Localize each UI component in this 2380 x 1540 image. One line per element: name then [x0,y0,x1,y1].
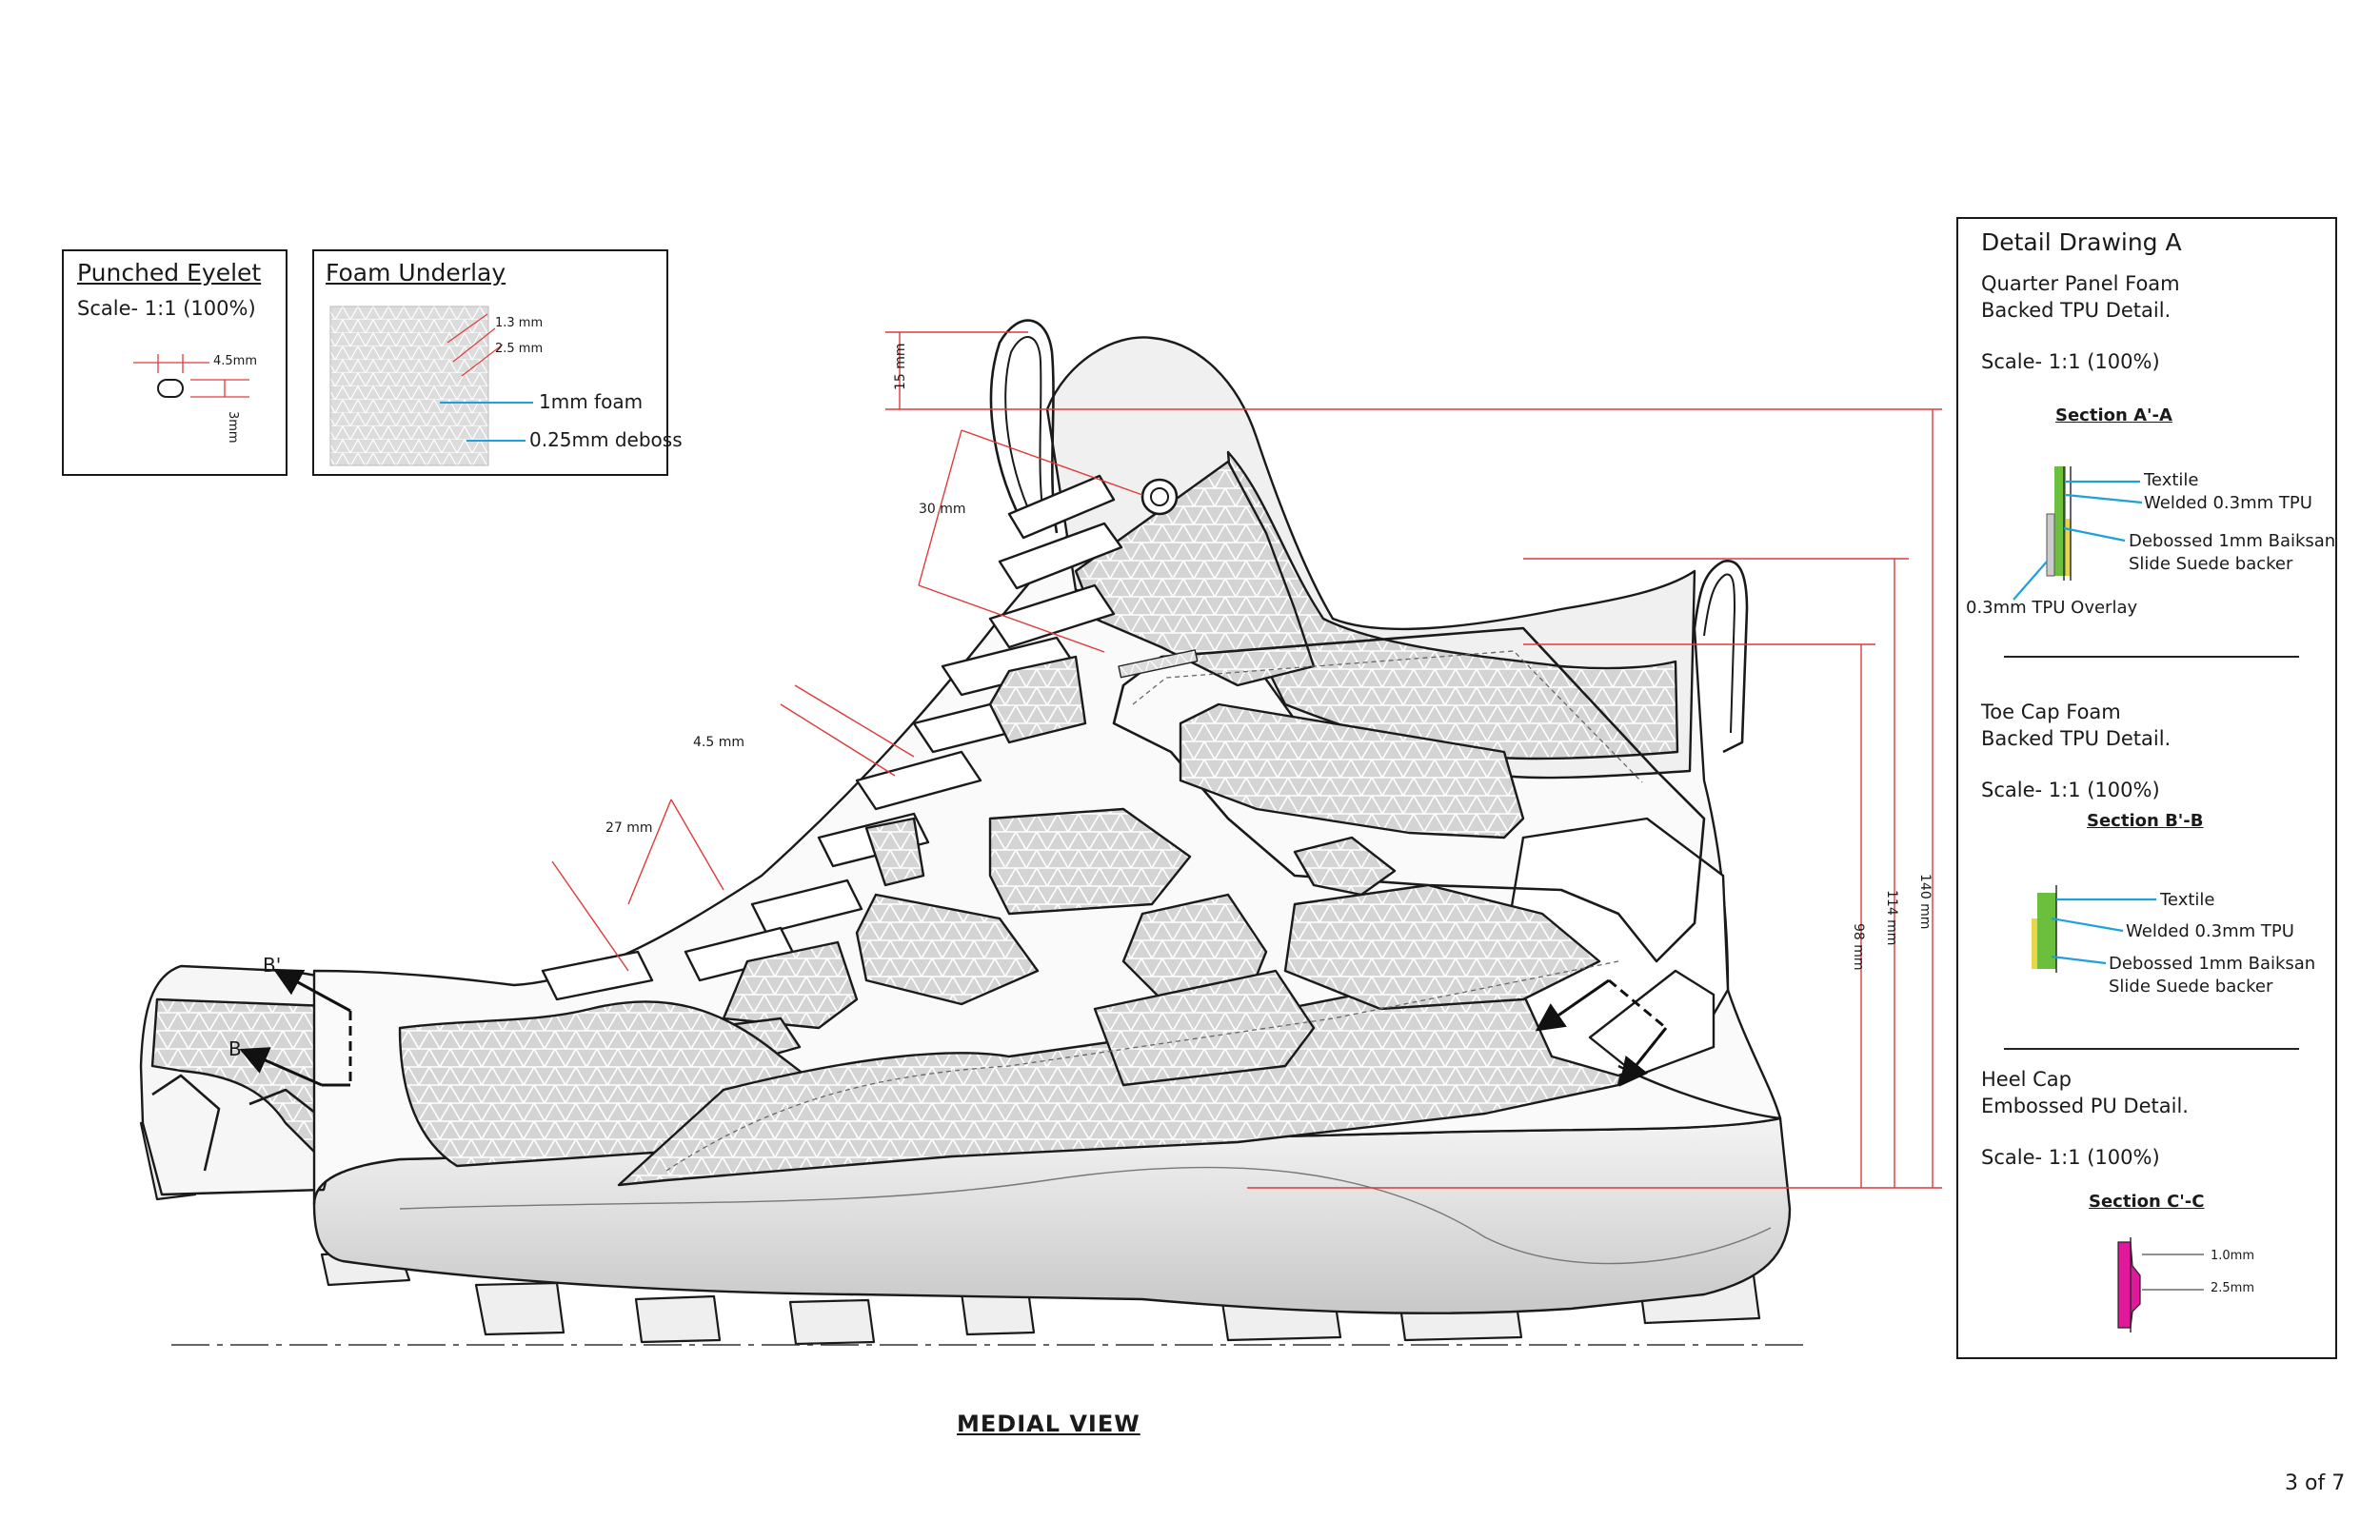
foam-underlay-box: Foam Underlay 1.3 mm 2.5 mm 1mm foam 0.2… [312,249,683,476]
qp-scale: Scale- 1:1 (100%) [1981,350,2160,373]
foam-dim-b: 2.5 mm [495,342,544,356]
dimension-lines [551,331,1942,1189]
laces [541,474,1123,1001]
section-c-dim-2: 2.5mm [2211,1281,2255,1295]
dim-30mm: 30 mm [919,502,966,517]
qp-line2: Backed TPU Detail. [1981,299,2172,322]
section-b-welded: Welded 0.3mm TPU [2126,921,2294,941]
tongue-loop [989,319,1059,534]
section-b-debossed-1: Debossed 1mm Baiksan [2109,954,2316,974]
dim-27mm: 27 mm [605,820,653,836]
section-a-overlay: 0.3mm TPU Overlay [1966,598,2138,618]
page-number: 3 of 7 [2285,1471,2346,1495]
eyelet-slot [1293,836,1397,897]
hc-line2: Embossed PU Detail. [1981,1095,2189,1117]
dim-4-5mm: 4.5 mm [693,735,744,750]
detail-drawing-box: Detail Drawing A Quarter Panel Foam Back… [1956,217,2337,1359]
detail-title: Detail Drawing A [1981,228,2182,256]
section-c-graphic [2117,1237,2204,1333]
section-b-heading: Section B'-B [2087,811,2204,831]
section-label-b-prime: B' [263,954,282,977]
section-b-graphic [2004,885,2299,1050]
eyelet-height-label: 3mm [226,411,240,444]
dim-98mm: 98 mm [1851,923,1866,971]
section-arrows [239,968,1669,1087]
boot-medial-view [139,319,1809,1346]
section-a-debossed-2: Slide Suede backer [2129,554,2293,574]
section-c-dim-1: 1.0mm [2211,1249,2255,1263]
tc-line1: Toe Cap Foam [1981,701,2121,723]
punched-eyelet-scale: Scale- 1:1 (100%) [77,297,256,320]
section-c-heading: Section C'-C [2089,1192,2205,1212]
section-b-debossed-2: Slide Suede backer [2109,977,2273,997]
punched-eyelet-title: Punched Eyelet [77,259,262,286]
section-a-graphic [2004,466,2299,658]
punched-eyelet-graphic [133,354,249,398]
dim-15mm: 15 mm [893,343,908,390]
top-eyelet [1140,478,1179,516]
eyelet-width-label: 4.5mm [213,354,258,368]
foam-label-foam: 1mm foam [539,390,644,413]
foam-underlay-title: Foam Underlay [326,259,506,286]
hc-scale: Scale- 1:1 (100%) [1981,1146,2160,1169]
panel-4 [722,940,859,1030]
panel-2 [855,893,1040,1006]
section-label-b: B [228,1037,242,1060]
section-a-welded: Welded 0.3mm TPU [2144,493,2312,513]
heel-pull-loop [1693,560,1749,754]
panel-1 [988,807,1192,916]
qp-line1: Quarter Panel Foam [1981,272,2180,295]
side-window [1179,702,1525,839]
tc-line2: Backed TPU Detail. [1981,727,2172,750]
section-a-textile: Textile [2144,470,2199,490]
dim-140mm: 140 mm [1917,874,1933,930]
tc-scale: Scale- 1:1 (100%) [1981,779,2160,801]
dim-114mm: 114 mm [1884,890,1899,946]
foam-dim-a: 1.3 mm [495,316,544,330]
section-a-debossed-1: Debossed 1mm Baiksan [2129,531,2336,551]
foam-label-deboss: 0.25mm deboss [529,428,683,451]
view-label: MEDIAL VIEW [957,1411,1140,1437]
section-b-textile: Textile [2160,890,2215,910]
section-a-heading: Section A'-A [2055,405,2172,425]
punched-eyelet-box: Punched Eyelet Scale- 1:1 (100%) 4.5mm 3… [62,249,288,476]
foam-underlay-graphic [329,306,533,466]
hc-line1: Heel Cap [1981,1068,2073,1091]
